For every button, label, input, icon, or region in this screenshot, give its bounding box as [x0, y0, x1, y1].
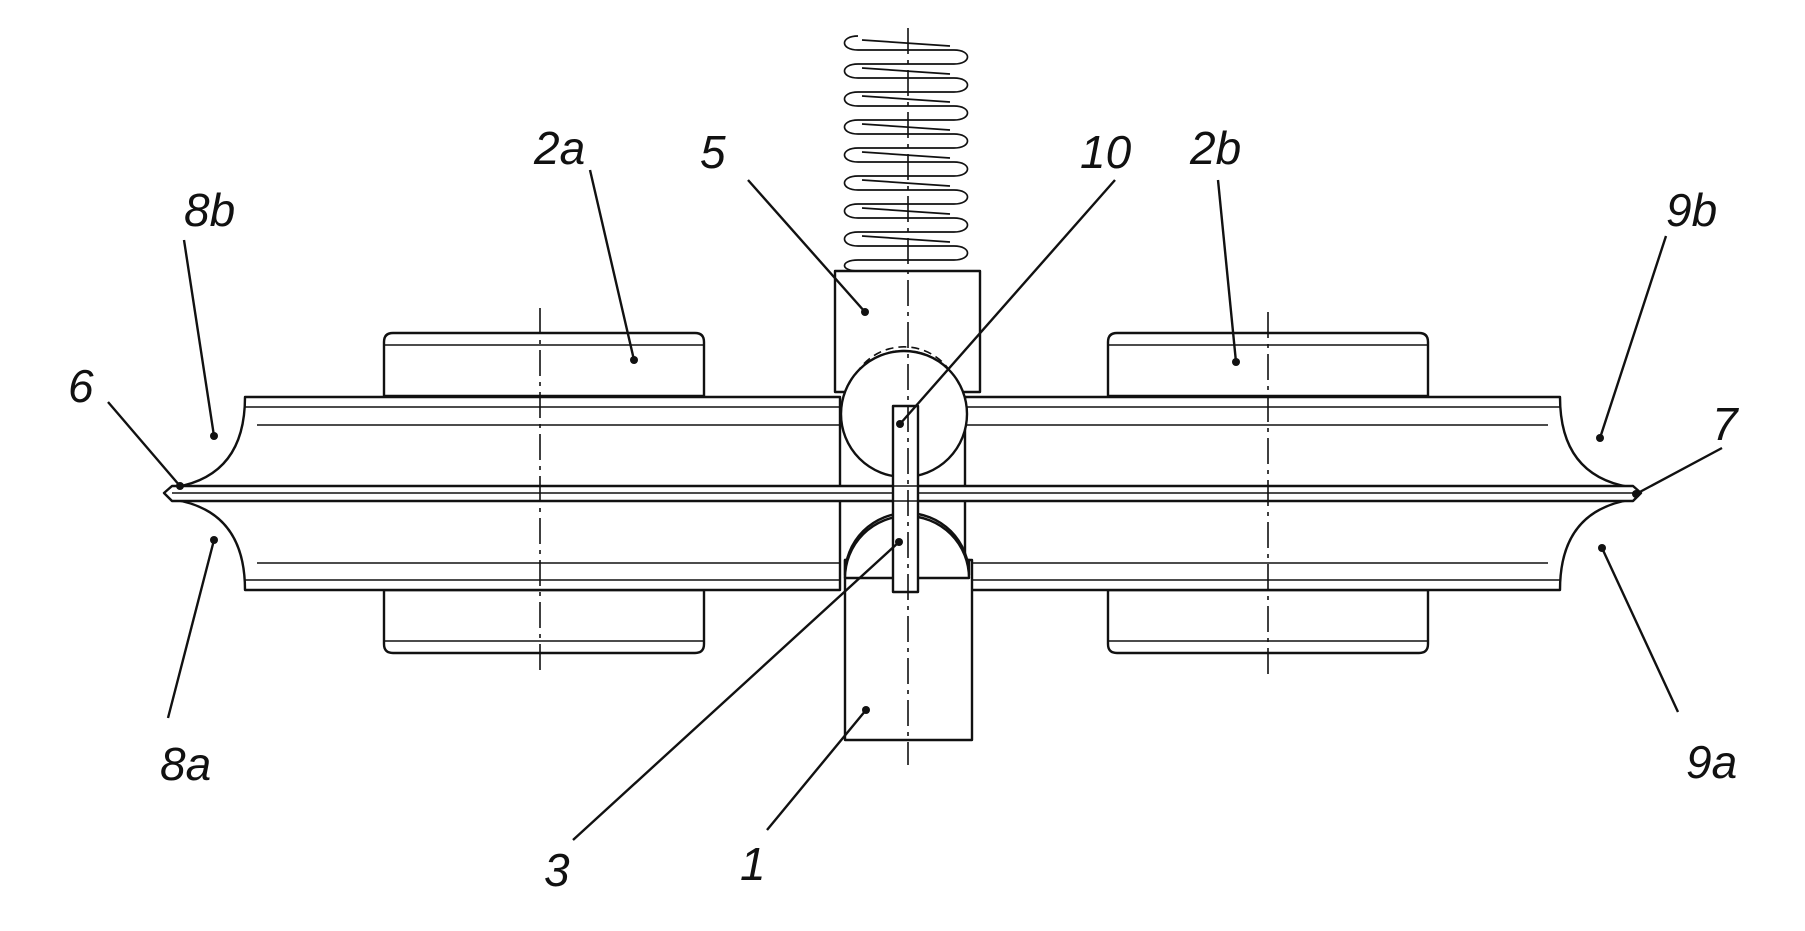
left-roller-hub	[382, 331, 706, 398]
dot-6	[176, 482, 184, 490]
leader-5	[747, 179, 866, 313]
dot-1	[862, 706, 870, 714]
reference-labels: 2a 5 10 2b 8b 9b 6 7 8a 9a 3 1	[68, 122, 1739, 896]
label-3: 3	[544, 844, 570, 896]
ball-hidden-arc-2	[855, 346, 953, 375]
label-1: 1	[740, 838, 766, 890]
dot-9b	[1596, 434, 1604, 442]
label-10: 10	[1080, 126, 1132, 178]
leader-6	[107, 401, 181, 487]
label-2b: 2b	[1189, 122, 1241, 174]
leader-2a	[588, 169, 636, 361]
dot-2a	[630, 356, 638, 364]
dot-9a	[1598, 544, 1606, 552]
leader-9a	[1600, 547, 1680, 713]
label-5: 5	[700, 126, 726, 178]
blade-gap-line	[893, 485, 918, 502]
dot-10	[896, 420, 904, 428]
dot-8b	[210, 432, 218, 440]
spring	[843, 35, 969, 272]
leader-10	[899, 179, 1116, 425]
dot-7	[1632, 490, 1640, 498]
pressure-assembly	[833, 269, 982, 742]
spring-coil	[843, 35, 969, 272]
label-8a: 8a	[160, 738, 211, 790]
centre-axes	[539, 28, 1269, 765]
centre-blade-3	[891, 404, 920, 594]
leader-8a	[166, 539, 216, 719]
leaders	[107, 169, 1723, 841]
label-2a: 2a	[533, 122, 585, 174]
label-7: 7	[1712, 398, 1739, 450]
leader-9b	[1598, 235, 1668, 439]
label-6: 6	[68, 360, 94, 412]
leader-2b	[1216, 179, 1238, 363]
label-9b: 9b	[1666, 184, 1717, 236]
dot-3	[895, 538, 903, 546]
spring-coil-back	[861, 39, 951, 243]
label-9a: 9a	[1686, 736, 1737, 788]
dot-8a	[210, 536, 218, 544]
dot-5	[861, 308, 869, 316]
leader-1	[766, 709, 867, 831]
label-8b: 8b	[184, 184, 235, 236]
leader-8b	[182, 239, 216, 437]
leader-3	[572, 541, 900, 841]
left-roller-hub-lower	[382, 588, 706, 655]
dot-2b	[1232, 358, 1240, 366]
leader-7	[1635, 446, 1723, 496]
